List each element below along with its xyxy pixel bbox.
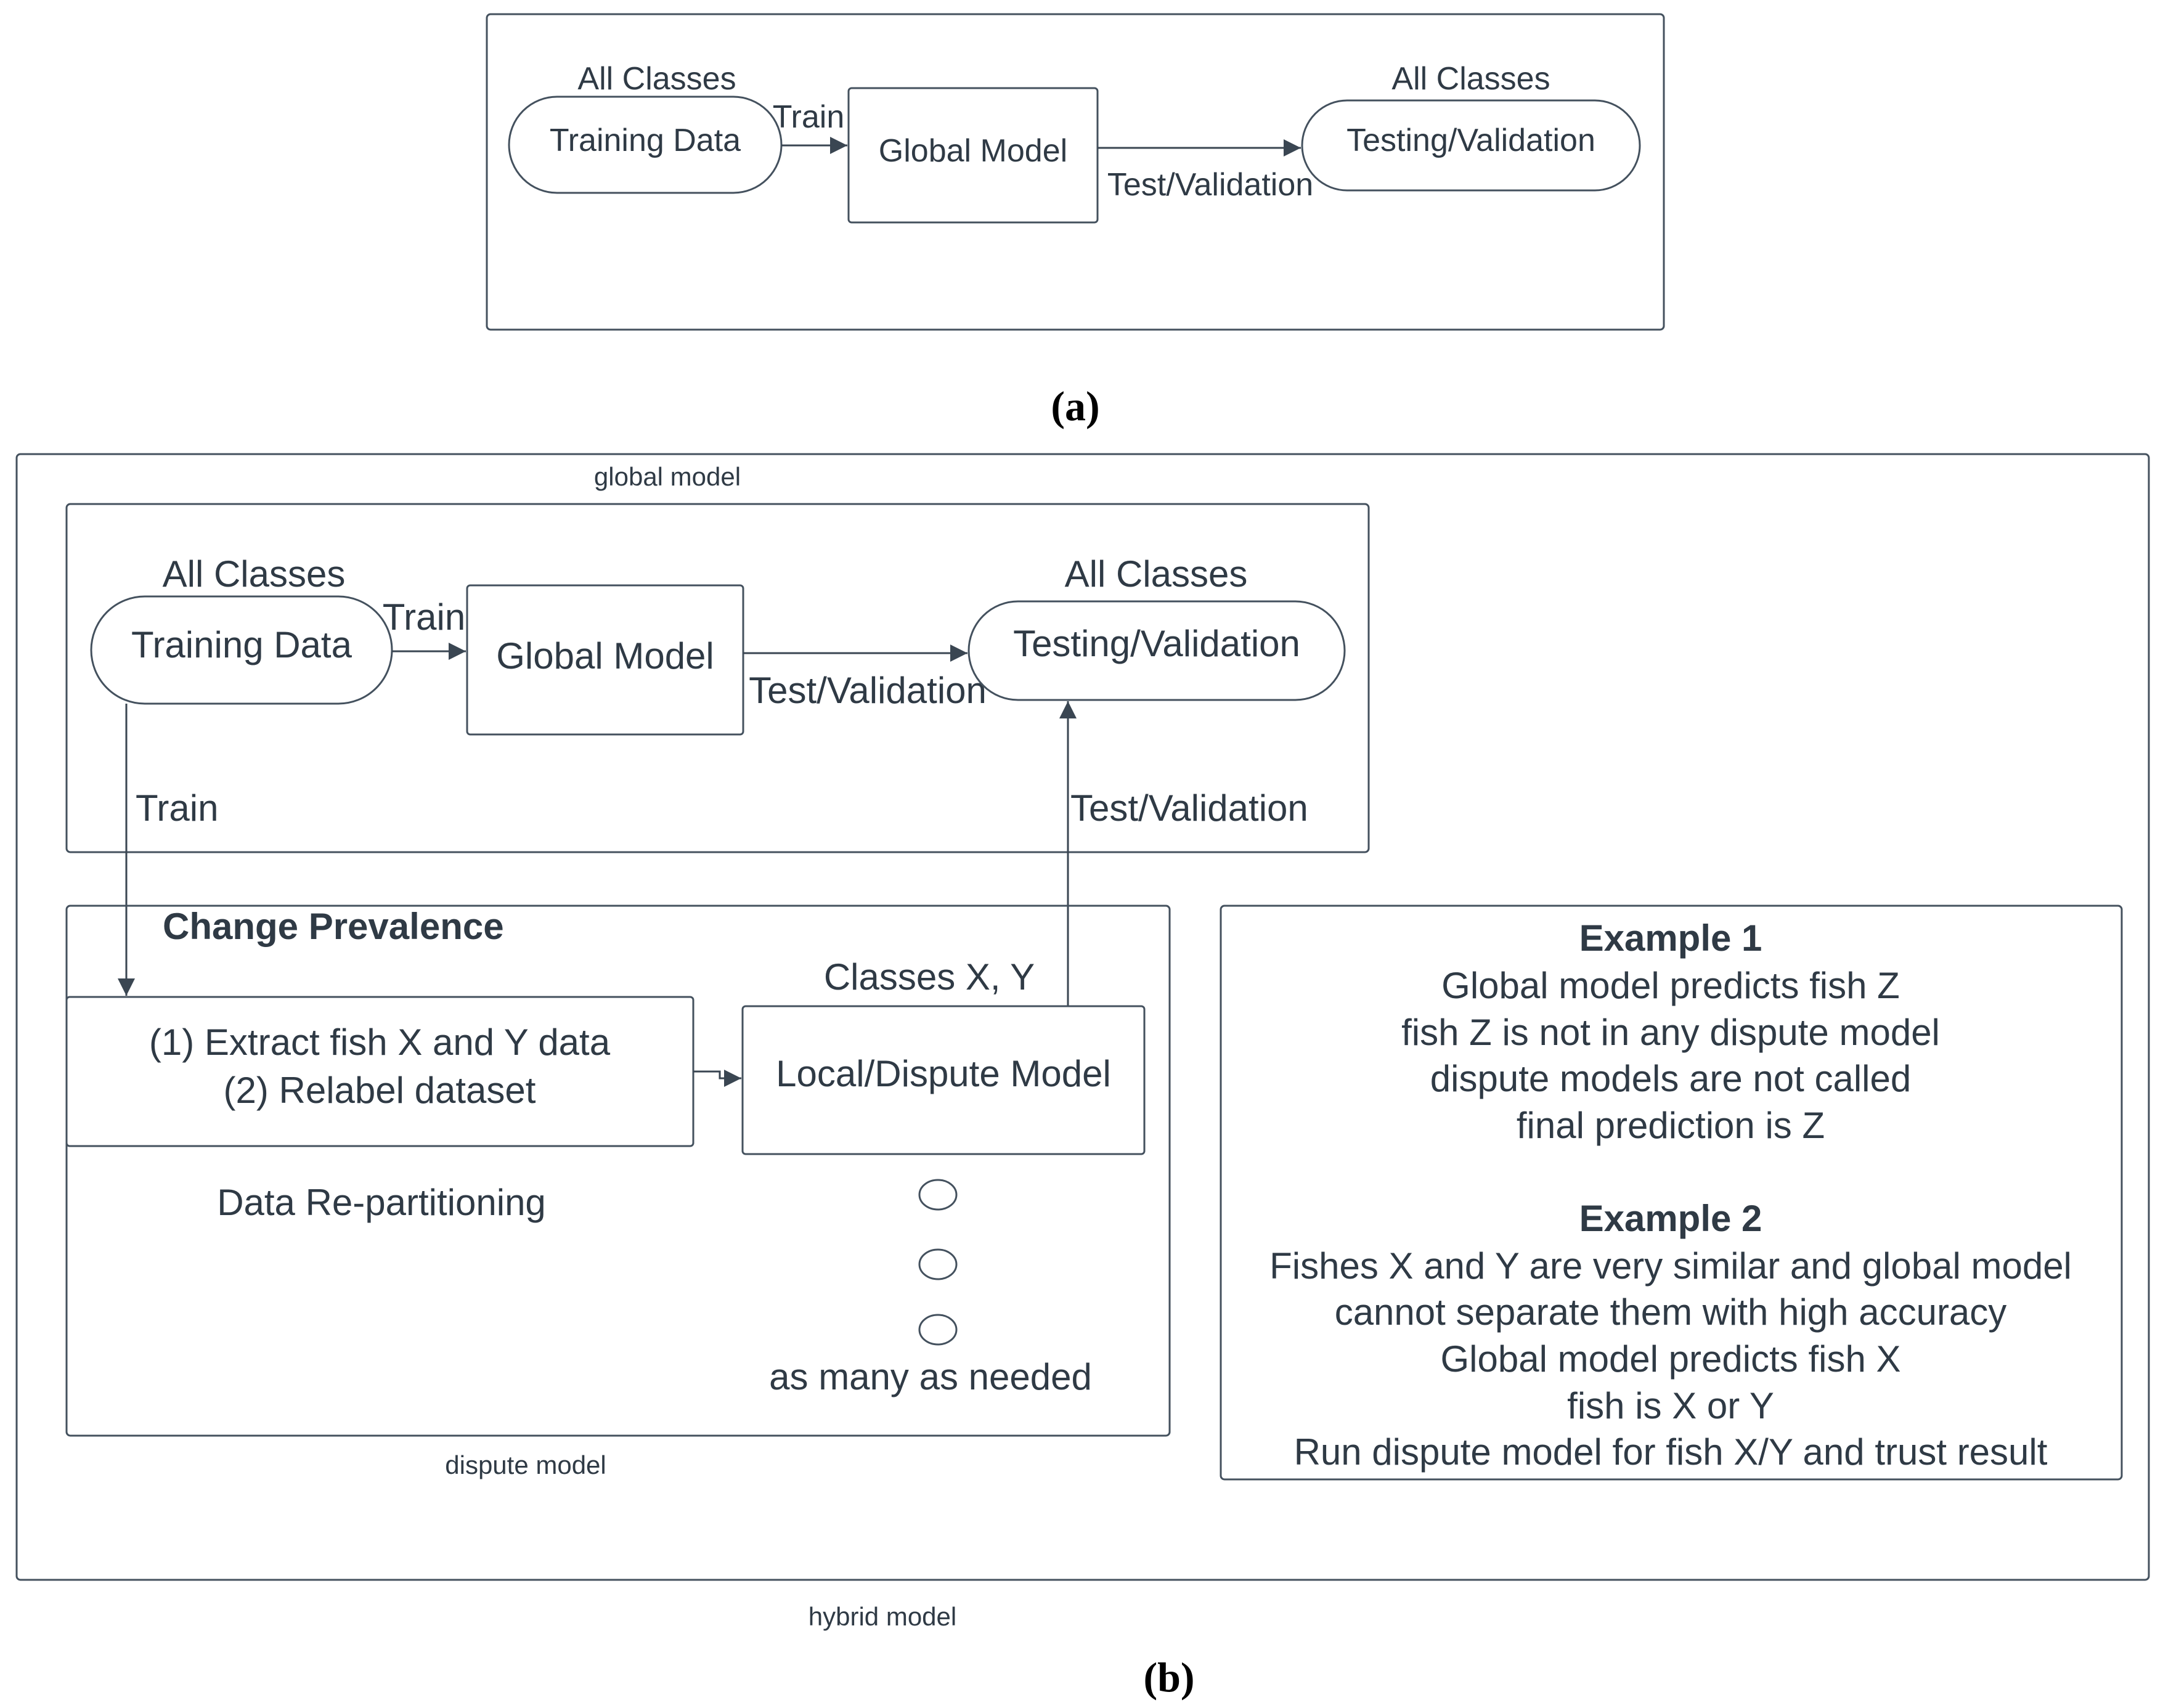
b-training-data-text: Training Data [131,624,352,665]
relabel-step-text: (2) Relabel dataset [224,1070,536,1111]
example-1-line: dispute models are not called [1430,1058,1911,1099]
example-1-line: Global model predicts fish Z [1441,965,1900,1006]
example-2-line: Global model predicts fish X [1440,1338,1900,1380]
b-training-data-node [90,595,393,705]
more-models-dot-1 [918,1179,958,1211]
examples-text: Example 1 Global model predicts fish Z f… [1269,917,2072,1473]
dispute-model-group-frame [65,905,1171,1437]
example-1-title: Example 1 [1579,917,1762,959]
figure-a-caption: (a) [1051,383,1099,429]
global-model-group-frame [65,503,1370,853]
figure-b: hybrid model global model All Classes Tr… [15,453,2150,1631]
local-classes-label: Classes X, Y [824,956,1035,998]
b-testing-label: All Classes [1065,553,1248,595]
b-test-edge-label: Test/Validation [749,670,987,711]
b-train-down-edge-label: Train [136,787,218,829]
more-models-dot-2 [918,1248,958,1280]
a-testing-validation-node [1301,99,1641,192]
a-test-edge-label: Test/Validation [1107,167,1313,203]
b-train-edge-label: Train [383,596,465,638]
figure-a-frame [486,13,1665,331]
figure-b-caption: (b) [1143,1654,1194,1701]
global-model-group-label: global model [594,462,741,491]
example-2-line: Run dispute model for fish X/Y and trust… [1294,1431,2048,1473]
b-training-label: All Classes [163,553,346,595]
a-training-label: All Classes [577,61,736,97]
b-global-model-text: Global Model [496,635,714,677]
extract-to-local-edge [693,1070,741,1087]
a-global-model-node [847,87,1099,224]
example-2-line: cannot separate them with high accuracy [1335,1291,2007,1333]
more-models-dot-3 [918,1314,958,1346]
example-1-line: fish Z is not in any dispute model [1401,1012,1940,1053]
b-testing-validation-node [967,600,1346,701]
b-testing-validation-text: Testing/Validation [1013,623,1300,664]
a-testing-label: All Classes [1391,61,1550,97]
dispute-model-group-label: dispute model [445,1450,606,1479]
a-training-data-text: Training Data [550,123,741,158]
b-global-model-node [466,584,744,736]
local-dispute-model-text: Local/Dispute Model [776,1053,1111,1094]
a-train-edge-label: Train [773,99,845,135]
examples-box [1220,905,2123,1481]
as-many-as-needed-text: as many as needed [769,1356,1092,1397]
data-repartitioning-text: Data Re-partitioning [217,1182,546,1223]
change-prevalence-title: Change Prevalence [163,906,504,947]
extract-step-text: (1) Extract fish X and Y data [149,1022,611,1063]
a-testing-validation-text: Testing/Validation [1346,123,1595,158]
example-2-line: fish is X or Y [1567,1385,1774,1426]
figure-a: All Classes Training Data Train Global M… [486,13,1665,331]
hybrid-model-frame [15,453,2150,1581]
hybrid-model-label: hybrid model [809,1602,956,1631]
a-global-model-text: Global Model [879,133,1067,169]
b-test-up-edge-label: Test/Validation [1070,787,1308,829]
example-2-line: Fishes X and Y are very similar and glob… [1269,1245,2072,1287]
example-1-line: final prediction is Z [1517,1105,1825,1146]
local-dispute-model-node [741,1005,1146,1155]
example-2-title: Example 2 [1579,1198,1762,1239]
